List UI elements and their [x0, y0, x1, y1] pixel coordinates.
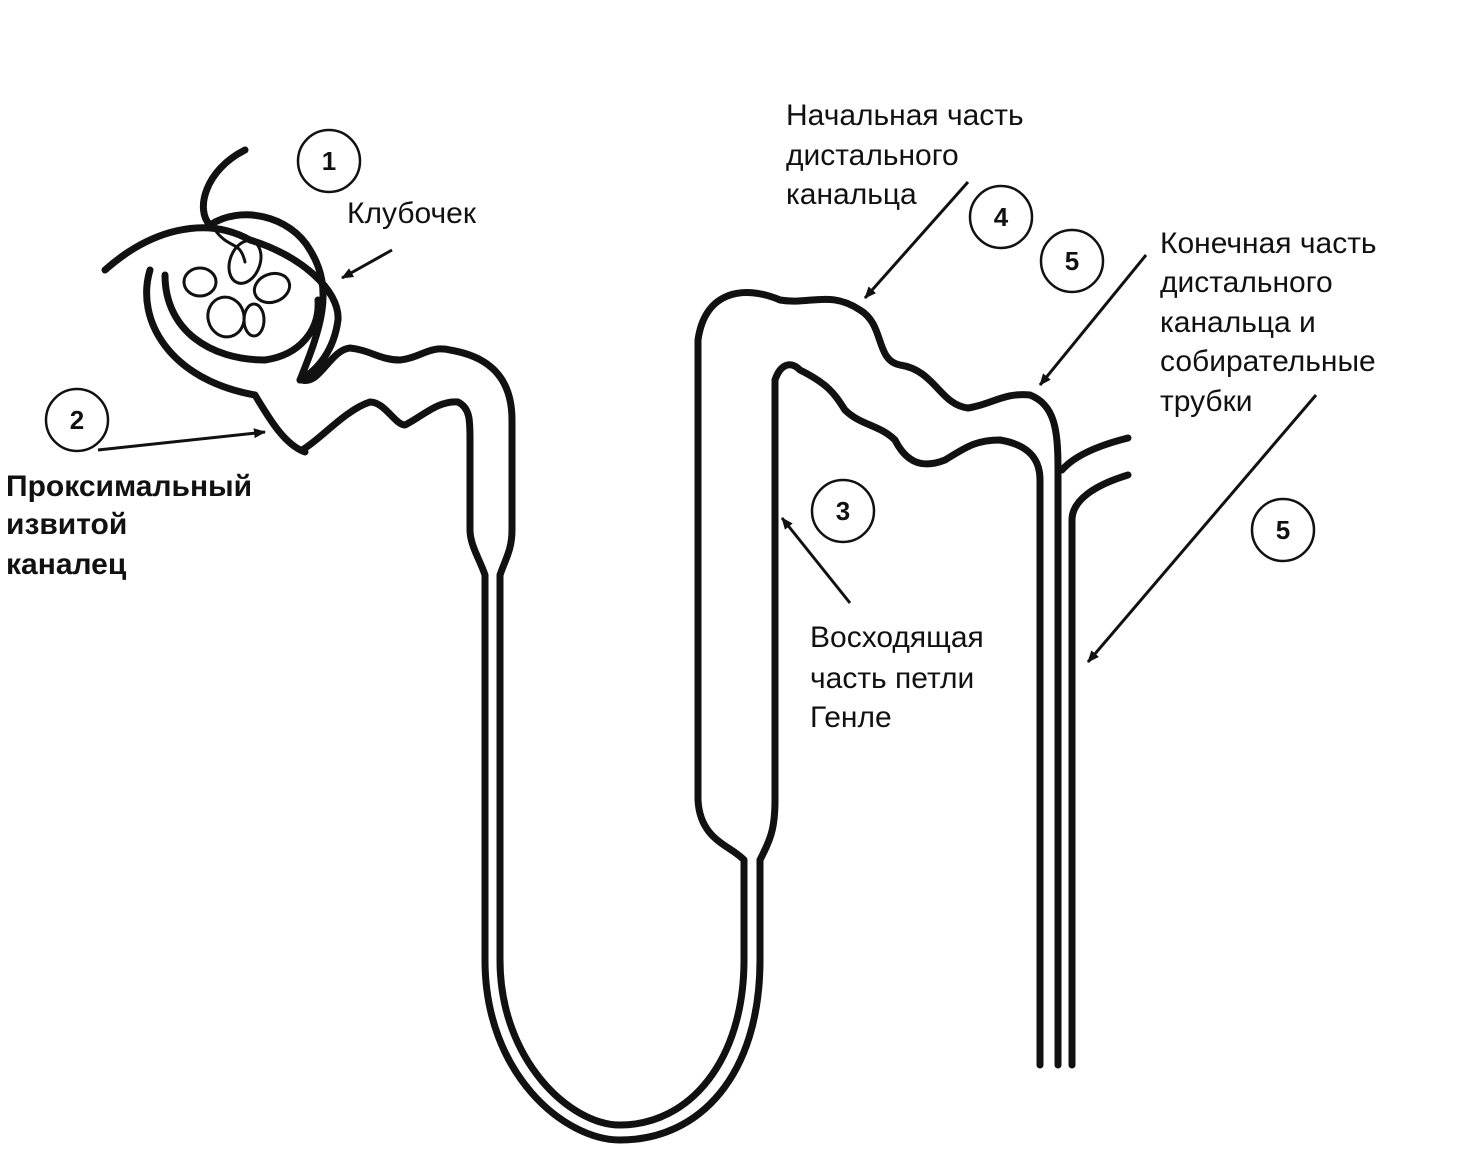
- label-ascending: Восходящая часть петли Генле: [810, 621, 984, 734]
- marker-2: 2: [44, 387, 110, 453]
- label-ascending-line-3: Генле: [810, 701, 892, 734]
- pointer-arrows: [97, 181, 1318, 663]
- marker-2-text: 2: [70, 405, 84, 435]
- label-distal-initial: Начальная часть дистального канальца: [786, 99, 1024, 211]
- ascending-limb: [694, 289, 1062, 1069]
- marker-1: 1: [296, 128, 362, 194]
- label-distal-initial-line-3: канальца: [786, 178, 917, 211]
- label-glomerulus: Клубочек: [347, 197, 477, 230]
- label-distal-final-line-4: собирательные: [1160, 345, 1376, 378]
- label-ascending-line-1: Восходящая: [810, 621, 984, 654]
- proximal-tubule: [298, 344, 764, 1144]
- label-proximal: Проксимальный извитой каналец: [6, 470, 252, 581]
- label-distal-final-line-2: дистального: [1160, 266, 1333, 299]
- label-ascending-line-2: часть петли: [810, 662, 974, 695]
- label-distal-initial-line-1: Начальная часть: [786, 99, 1024, 132]
- collecting-duct: [1058, 434, 1132, 1069]
- glomerulus-loops: [182, 228, 292, 339]
- marker-1-text: 1: [322, 146, 336, 176]
- marker-5-top-text: 5: [1065, 246, 1079, 276]
- label-distal-final-line-5: трубки: [1160, 385, 1253, 418]
- marker-5-bottom-text: 5: [1276, 515, 1290, 545]
- marker-4: 4: [968, 184, 1034, 250]
- marker-5-top: 5: [1039, 228, 1105, 294]
- marker-3-text: 3: [836, 496, 850, 526]
- label-proximal-line-3: каналец: [6, 548, 127, 581]
- bowman-capsule: [101, 146, 342, 456]
- marker-3: 3: [810, 478, 876, 544]
- label-distal-final-line-3: канальца и: [1160, 306, 1316, 339]
- label-proximal-line-1: Проксимальный: [6, 470, 252, 503]
- marker-5-bottom: 5: [1250, 497, 1316, 563]
- label-distal-final: Конечная часть дистального канальца и со…: [1160, 227, 1377, 418]
- label-distal-final-line-1: Конечная часть: [1160, 227, 1377, 260]
- label-proximal-line-2: извитой: [6, 508, 127, 541]
- label-distal-initial-line-2: дистального: [786, 139, 959, 172]
- marker-4-text: 4: [994, 202, 1009, 232]
